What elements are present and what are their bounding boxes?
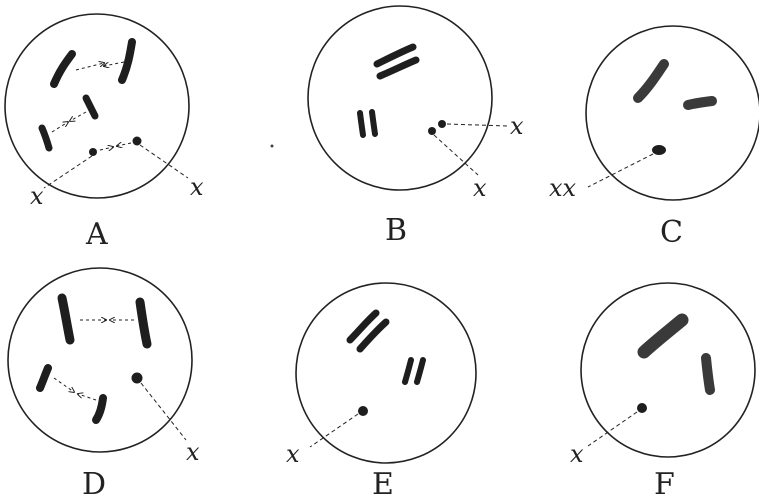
x-pointer-line <box>44 156 92 188</box>
pairing-arrow <box>78 394 96 400</box>
chromosome <box>405 360 411 382</box>
panel-d: x D <box>8 268 200 502</box>
panel-e: x E <box>286 283 476 502</box>
ink-speck <box>271 145 274 148</box>
x-label: x <box>570 440 584 468</box>
x-chromosome <box>637 403 647 413</box>
x-label: x <box>186 438 200 466</box>
panel-label: C <box>660 215 683 250</box>
x-chromosome <box>438 120 446 128</box>
x-label: x <box>30 182 44 210</box>
panel-label: F <box>654 467 675 502</box>
chromosome <box>96 398 103 420</box>
pairing-arrow <box>76 63 104 70</box>
panel-label: D <box>82 467 106 502</box>
x-label: x <box>286 440 300 468</box>
x-chromosome <box>132 373 143 384</box>
chromosome <box>417 360 423 382</box>
pairing-arrow <box>104 62 124 66</box>
panel-label: E <box>372 467 394 502</box>
x-chromosome <box>428 127 436 135</box>
pairing-arrow <box>117 143 131 146</box>
chromosome <box>372 112 375 134</box>
chromosome <box>122 42 132 80</box>
x-label: x <box>473 174 487 202</box>
cell-outline <box>8 268 192 452</box>
pairing-arrow <box>52 122 68 132</box>
x-label: xx <box>549 174 577 202</box>
pairing-arrow <box>70 112 86 121</box>
chromosome <box>360 113 363 135</box>
chromosome <box>644 320 682 352</box>
chromosome <box>706 358 710 390</box>
x-label: x <box>190 173 204 201</box>
x-chromosome <box>89 148 97 156</box>
chromosome <box>140 302 147 344</box>
x-pointer-line <box>141 383 186 440</box>
x-label: x <box>510 112 524 140</box>
cell-outline <box>581 283 755 457</box>
chromosome <box>86 98 95 116</box>
panel-b: x x B <box>308 6 524 248</box>
pairing-arrow <box>54 378 74 392</box>
x-chromosome-pair <box>652 145 666 155</box>
chromosome <box>62 298 70 340</box>
panel-label: A <box>85 217 108 252</box>
cell-outline <box>5 14 189 198</box>
x-pointer-line <box>140 145 188 178</box>
chromosome <box>40 368 48 388</box>
cell-outline <box>308 6 492 190</box>
panel-c: xx C <box>549 26 759 250</box>
x-pointer-line <box>447 124 508 126</box>
panel-label: B <box>385 213 407 248</box>
pairing-arrow <box>100 147 113 150</box>
cell-outline <box>586 26 759 200</box>
chromosome <box>688 101 712 105</box>
x-chromosome <box>358 406 368 416</box>
panel-a: x x A <box>5 14 204 252</box>
chromosome <box>54 54 72 84</box>
x-chromosome <box>133 137 142 146</box>
chromosome <box>42 128 49 148</box>
panel-f: x F <box>570 283 755 502</box>
cell-outline <box>296 283 476 463</box>
chromosome <box>638 64 664 98</box>
